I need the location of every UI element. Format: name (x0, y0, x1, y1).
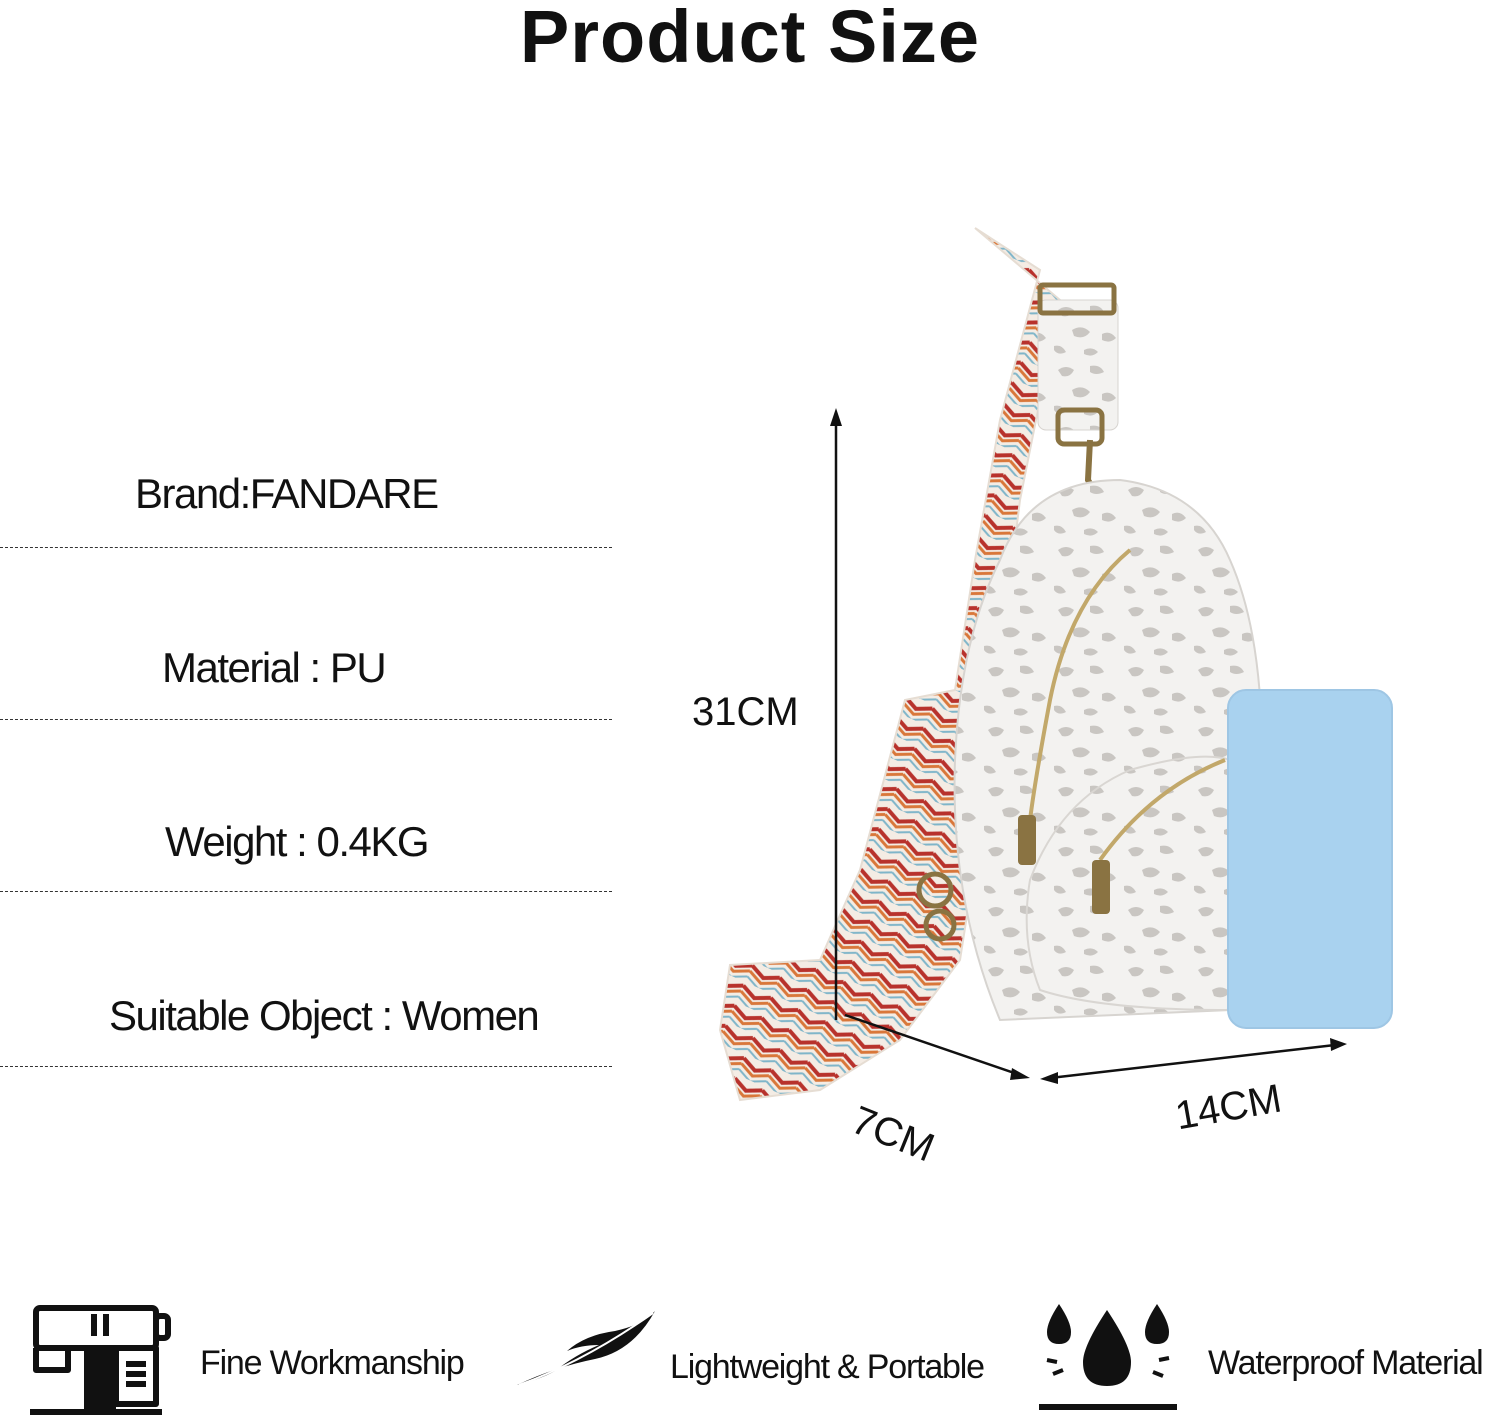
spec-suitable-object: Suitable Object : Women (109, 992, 540, 1039)
product-illustration (718, 227, 1393, 1102)
feature-label-workmanship: Fine Workmanship (200, 1344, 465, 1382)
spec-divider (0, 547, 612, 548)
spec-divider (0, 1066, 612, 1067)
feather-icon (517, 1311, 655, 1386)
sewing-machine-icon (30, 1305, 171, 1415)
feature-label-lightweight: Lightweight & Portable (670, 1348, 985, 1386)
width-arrow (1040, 1038, 1347, 1084)
height-arrow (830, 408, 842, 1020)
page-title: Product Size (519, 0, 981, 78)
spec-divider (0, 719, 612, 720)
spec-divider (0, 891, 612, 892)
water-drops-icon (1039, 1304, 1177, 1410)
height-dimension-label: 31CM (692, 690, 799, 734)
spec-brand: Brand:FANDARE (135, 470, 439, 517)
spec-material: Material : PU (162, 644, 387, 691)
feature-label-waterproof: Waterproof Material (1208, 1344, 1484, 1382)
spec-weight: Weight : 0.4KG (165, 818, 430, 865)
depth-arrow (844, 1013, 1030, 1080)
phone-reference (1227, 689, 1393, 1029)
